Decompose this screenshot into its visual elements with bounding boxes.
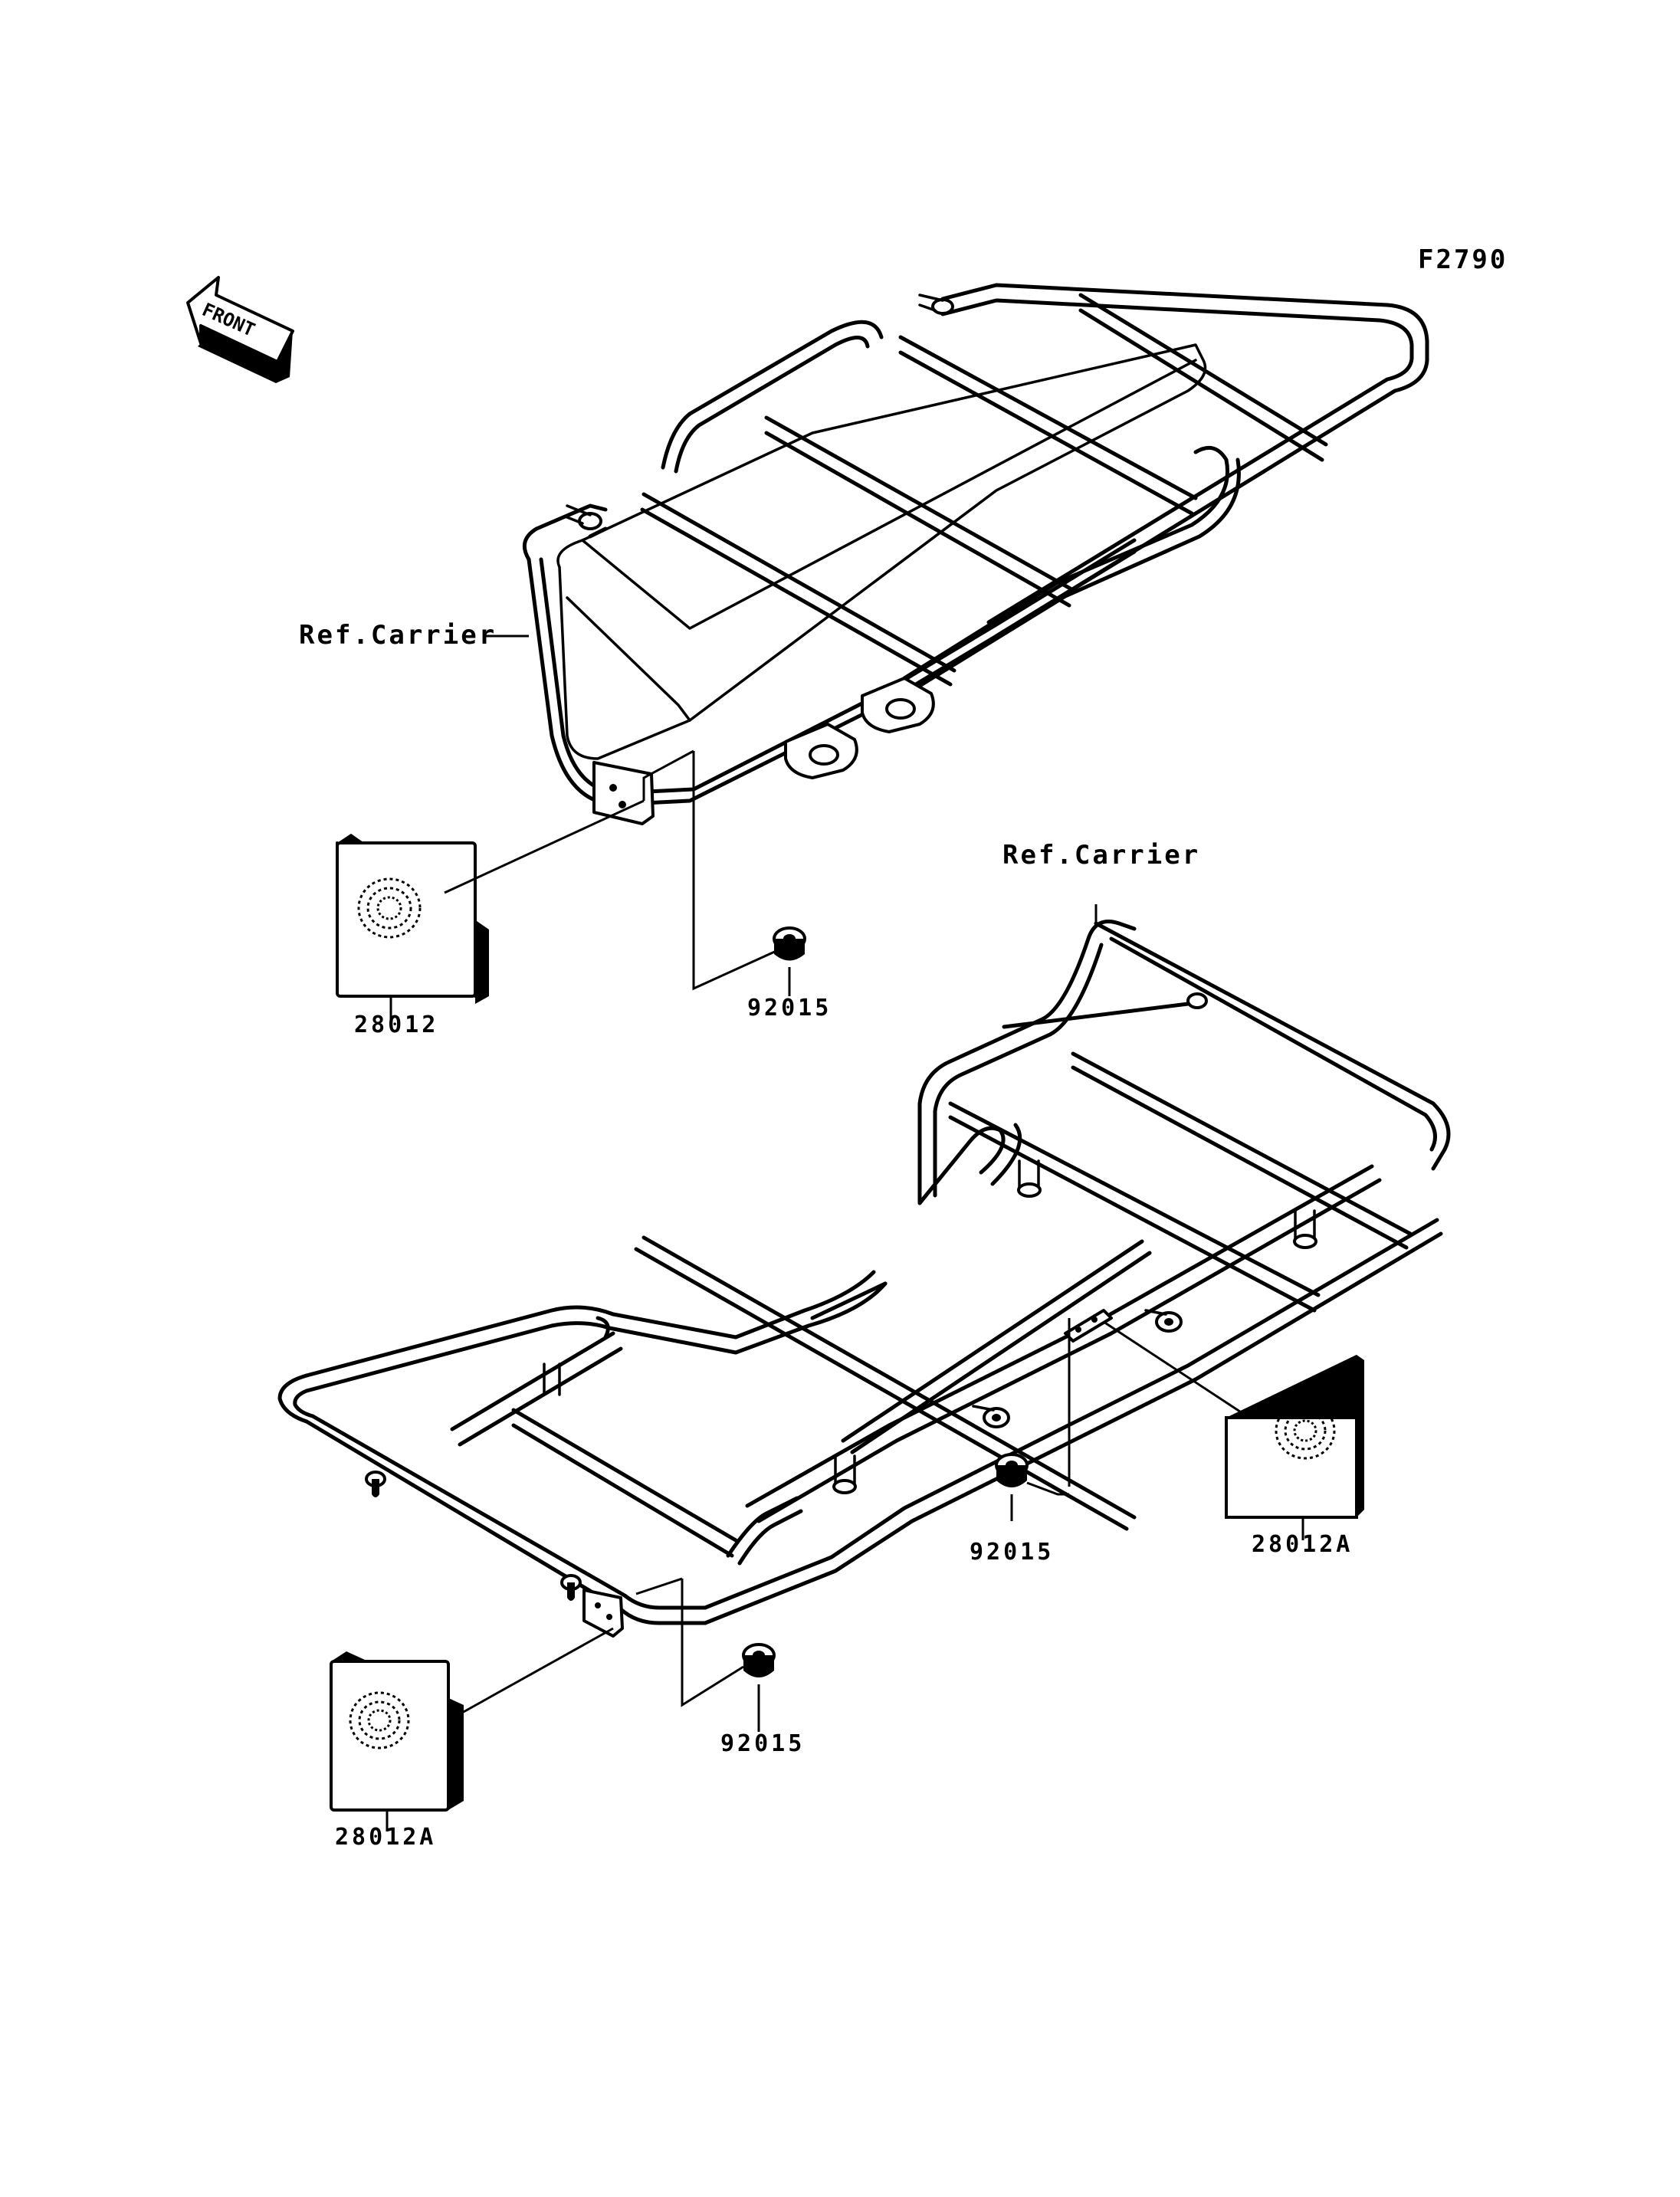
diagram-code: F2790: [1418, 244, 1508, 275]
reflector-front-28012: [336, 834, 489, 1004]
label-nut-92015-rear-right: 92015: [970, 1539, 1054, 1566]
front-carrier: [522, 283, 1429, 825]
reflector-rear-left-28012A: [330, 1651, 464, 1812]
label-ref-carrier-front: Ref.Carrier: [299, 620, 497, 651]
label-nut-92015-rear-left: 92015: [720, 1730, 805, 1757]
label-reflector-28012A-right: 28012A: [1252, 1531, 1353, 1558]
nut-rear-right-92015: [995, 1453, 1029, 1487]
reflector-rear-right-28012A: [1225, 1355, 1364, 1519]
label-ref-carrier-rear: Ref.Carrier: [1002, 840, 1200, 871]
nut-rear-left-92015: [742, 1643, 776, 1677]
nut-front-92015: [773, 926, 806, 961]
front-direction-arrow-icon: FRONT: [186, 276, 294, 383]
label-reflector-28012: 28012: [354, 1012, 438, 1038]
rear-carrier: [277, 920, 1451, 1638]
label-nut-92015-front: 92015: [747, 995, 832, 1021]
label-reflector-28012A-left: 28012A: [335, 1824, 436, 1851]
